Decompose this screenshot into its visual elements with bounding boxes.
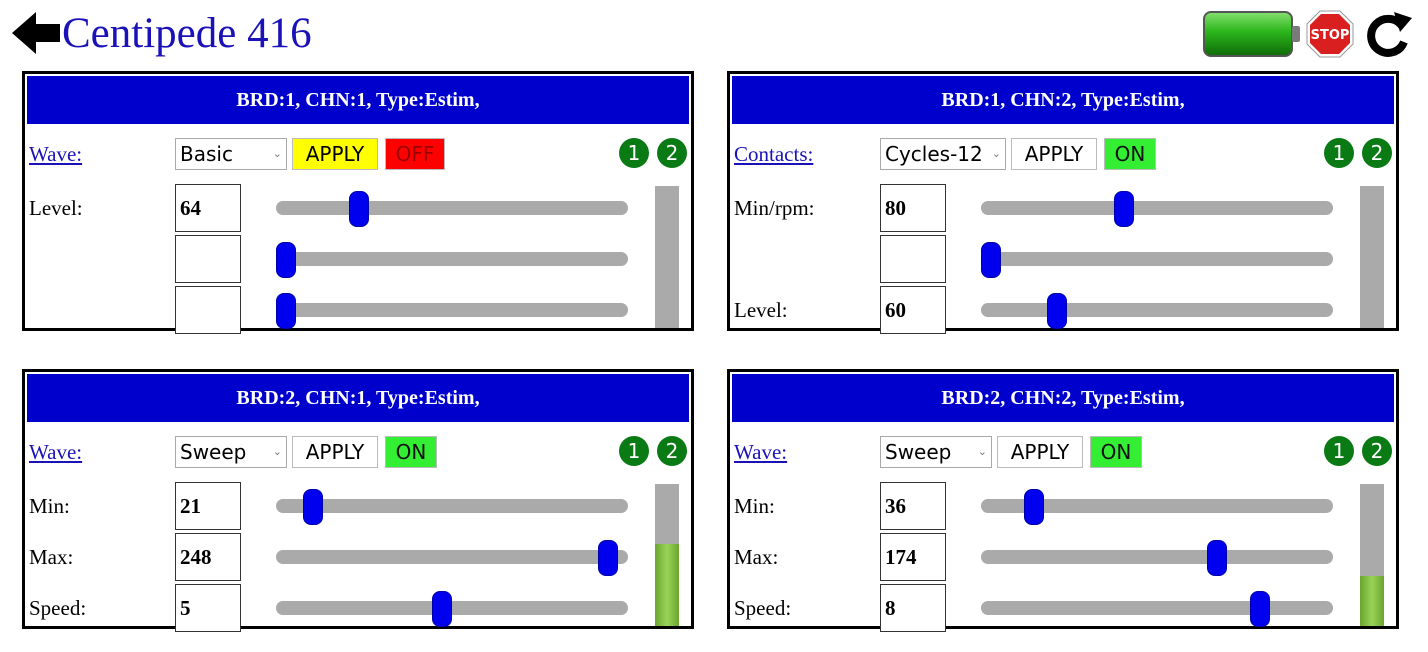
level-meter bbox=[655, 186, 679, 328]
mode-select-value: Cycles-12 bbox=[885, 142, 983, 166]
param-label: Min: bbox=[734, 494, 775, 518]
channel-header: BRD:2, CHN:2, Type:Estim, bbox=[732, 374, 1394, 422]
stop-sign-icon[interactable]: STOP bbox=[1306, 10, 1354, 58]
param-slider[interactable] bbox=[981, 293, 1333, 329]
mode-select[interactable]: Basic ⌄ bbox=[175, 138, 287, 170]
mode-select-value: Sweep bbox=[885, 440, 952, 464]
param-label: Level: bbox=[734, 298, 788, 322]
param-label: Level: bbox=[29, 196, 83, 220]
mode-select[interactable]: Sweep ⌄ bbox=[175, 436, 287, 468]
power-toggle-button[interactable]: ON bbox=[1090, 436, 1142, 468]
level-meter-fill bbox=[655, 544, 679, 626]
mode-select[interactable]: Sweep ⌄ bbox=[880, 436, 992, 468]
param-value-field[interactable]: 64 bbox=[175, 184, 241, 232]
param-slider[interactable] bbox=[981, 540, 1333, 576]
chevron-down-icon: ⌄ bbox=[272, 445, 282, 458]
chevron-down-icon: ⌄ bbox=[977, 445, 987, 458]
output-badge-1[interactable]: 1 bbox=[619, 436, 649, 466]
param-value-field[interactable]: 36 bbox=[880, 482, 946, 530]
channel-header: BRD:2, CHN:1, Type:Estim, bbox=[27, 374, 689, 422]
param-label: Max: bbox=[29, 545, 74, 569]
output-badge-2[interactable]: 2 bbox=[657, 138, 687, 168]
back-arrow-icon[interactable] bbox=[10, 10, 62, 56]
param-value-field[interactable] bbox=[175, 235, 241, 283]
page-title: Centipede 416 bbox=[62, 10, 312, 57]
power-toggle-button[interactable]: ON bbox=[1104, 138, 1156, 170]
param-label: Speed: bbox=[29, 596, 87, 620]
level-meter bbox=[1360, 484, 1384, 626]
param-label: Min: bbox=[29, 494, 70, 518]
chevron-down-icon: ⌄ bbox=[991, 147, 1001, 160]
param-slider[interactable] bbox=[276, 591, 628, 627]
slider-thumb[interactable] bbox=[349, 191, 369, 227]
apply-button[interactable]: APPLY bbox=[292, 138, 378, 170]
channel-panel: BRD:1, CHN:1, Type:Estim, Wave: Basic ⌄ A… bbox=[22, 71, 694, 334]
param-label: Max: bbox=[734, 545, 779, 569]
power-toggle-button[interactable]: OFF bbox=[385, 138, 445, 170]
slider-thumb[interactable] bbox=[276, 293, 296, 329]
param-slider[interactable] bbox=[276, 540, 628, 576]
mode-select-value: Sweep bbox=[180, 440, 247, 464]
param-value-field[interactable]: 5 bbox=[175, 584, 241, 632]
param-slider[interactable] bbox=[981, 191, 1333, 227]
apply-button[interactable]: APPLY bbox=[292, 436, 378, 468]
param-value-field[interactable]: 60 bbox=[880, 286, 946, 334]
param-value-field[interactable]: 80 bbox=[880, 184, 946, 232]
param-slider[interactable] bbox=[981, 242, 1333, 278]
channel-header: BRD:1, CHN:2, Type:Estim, bbox=[732, 76, 1394, 124]
refresh-icon[interactable] bbox=[1362, 8, 1414, 60]
channel-panel: BRD:1, CHN:2, Type:Estim, Contacts: Cycle… bbox=[727, 71, 1399, 334]
mode-link[interactable]: Wave: bbox=[29, 440, 83, 464]
param-value-field[interactable] bbox=[880, 235, 946, 283]
channel-header: BRD:1, CHN:1, Type:Estim, bbox=[27, 76, 689, 124]
param-slider[interactable] bbox=[276, 293, 628, 329]
output-badge-2[interactable]: 2 bbox=[1362, 436, 1392, 466]
param-slider[interactable] bbox=[981, 591, 1333, 627]
level-meter-fill bbox=[1360, 576, 1384, 626]
mode-link[interactable]: Wave: bbox=[734, 440, 788, 464]
output-badge-1[interactable]: 1 bbox=[1324, 138, 1354, 168]
slider-thumb[interactable] bbox=[1114, 191, 1134, 227]
level-meter bbox=[655, 484, 679, 626]
slider-thumb[interactable] bbox=[303, 489, 323, 525]
param-slider[interactable] bbox=[276, 489, 628, 525]
slider-thumb[interactable] bbox=[598, 540, 618, 576]
channel-panel: BRD:2, CHN:1, Type:Estim, Wave: Sweep ⌄ A… bbox=[22, 369, 694, 632]
apply-button[interactable]: APPLY bbox=[1011, 138, 1097, 170]
param-value-field[interactable]: 8 bbox=[880, 584, 946, 632]
output-badge-2[interactable]: 2 bbox=[1362, 138, 1392, 168]
param-slider[interactable] bbox=[981, 489, 1333, 525]
param-slider[interactable] bbox=[276, 191, 628, 227]
apply-button[interactable]: APPLY bbox=[997, 436, 1083, 468]
slider-thumb[interactable] bbox=[276, 242, 296, 278]
param-value-field[interactable] bbox=[175, 286, 241, 334]
param-label: Min/rpm: bbox=[734, 196, 815, 220]
slider-thumb[interactable] bbox=[1047, 293, 1067, 329]
output-badge-1[interactable]: 1 bbox=[619, 138, 649, 168]
mode-select-value: Basic bbox=[180, 142, 233, 166]
param-slider[interactable] bbox=[276, 242, 628, 278]
slider-thumb[interactable] bbox=[432, 591, 452, 627]
slider-thumb[interactable] bbox=[1250, 591, 1270, 627]
output-badge-2[interactable]: 2 bbox=[657, 436, 687, 466]
slider-thumb[interactable] bbox=[1024, 489, 1044, 525]
mode-link[interactable]: Contacts: bbox=[734, 142, 814, 166]
power-toggle-button[interactable]: ON bbox=[385, 436, 437, 468]
mode-select[interactable]: Cycles-12 ⌄ bbox=[880, 138, 1006, 170]
battery-icon bbox=[1203, 11, 1300, 57]
mode-link[interactable]: Wave: bbox=[29, 142, 83, 166]
slider-thumb[interactable] bbox=[1207, 540, 1227, 576]
param-value-field[interactable]: 21 bbox=[175, 482, 241, 530]
param-value-field[interactable]: 174 bbox=[880, 533, 946, 581]
level-meter bbox=[1360, 186, 1384, 328]
channel-panel: BRD:2, CHN:2, Type:Estim, Wave: Sweep ⌄ A… bbox=[727, 369, 1399, 632]
svg-text:STOP: STOP bbox=[1311, 28, 1350, 43]
output-badge-1[interactable]: 1 bbox=[1324, 436, 1354, 466]
param-value-field[interactable]: 248 bbox=[175, 533, 241, 581]
top-bar: Centipede 416 STOP bbox=[0, 0, 1428, 68]
param-label: Speed: bbox=[734, 596, 792, 620]
chevron-down-icon: ⌄ bbox=[272, 147, 282, 160]
slider-thumb[interactable] bbox=[981, 242, 1001, 278]
